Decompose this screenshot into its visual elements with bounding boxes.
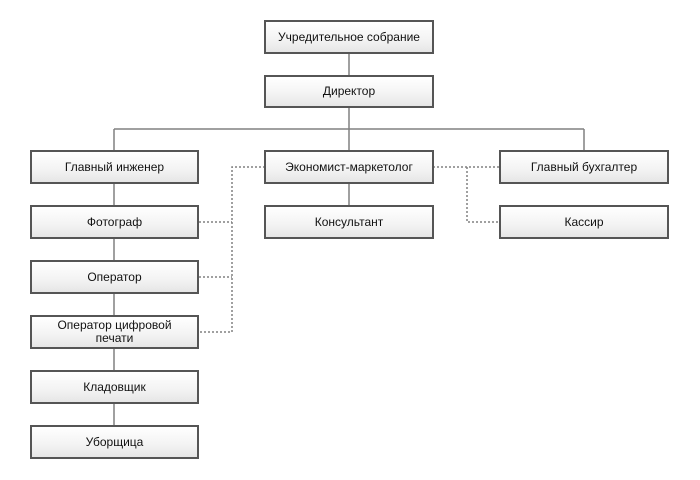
node-photographer: Фотограф: [30, 205, 199, 239]
node-label: Главный бухгалтер: [530, 159, 638, 174]
node-label: Фотограф: [86, 214, 143, 229]
node-label: Главный инженер: [64, 159, 165, 174]
node-founders-meeting: Учредительное собрание: [264, 20, 434, 54]
node-label: Кладовщик: [83, 379, 146, 394]
node-cleaner: Уборщица: [30, 425, 199, 459]
node-label: Учредительное собрание: [278, 29, 420, 44]
node-director: Директор: [264, 75, 434, 108]
node-chief-engineer: Главный инженер: [30, 150, 199, 184]
node-storekeeper: Кладовщик: [30, 370, 199, 404]
node-consultant: Консультант: [264, 205, 434, 239]
node-economist-marketer: Экономист-маркетолог: [264, 150, 434, 184]
dotted-economist-left: [199, 166, 265, 333]
dotted-accountant-cashier: [466, 167, 500, 223]
node-chief-accountant: Главный бухгалтер: [499, 150, 669, 184]
node-label: Консультант: [314, 214, 384, 229]
node-digital-print-operator: Оператор цифровой печати: [30, 315, 199, 349]
node-label: Экономист-маркетолог: [285, 159, 413, 174]
node-label: Директор: [322, 84, 376, 98]
node-label: Кассир: [564, 214, 604, 229]
node-cashier: Кассир: [499, 205, 669, 239]
node-label: Уборщица: [85, 434, 144, 449]
node-label: Оператор цифровой печати: [57, 318, 172, 345]
node-operator: Оператор: [30, 260, 199, 294]
node-label: Оператор: [87, 269, 142, 284]
